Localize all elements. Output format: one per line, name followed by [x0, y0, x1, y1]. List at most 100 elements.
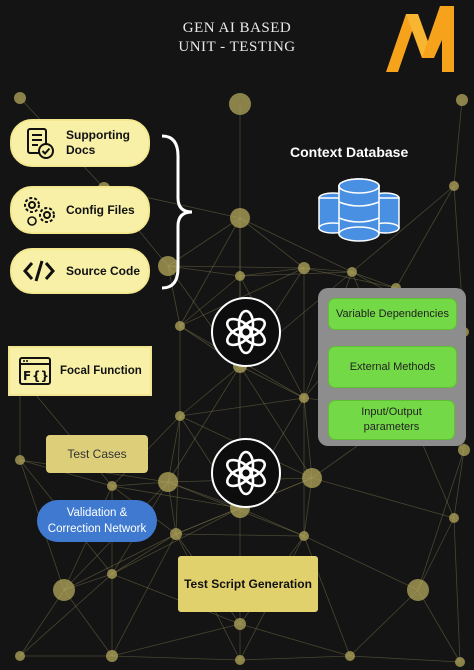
network-edge [175, 415, 181, 535]
function-window-icon: F {} [19, 357, 51, 385]
network-edge [303, 397, 313, 479]
focal-function-label: Focal Function [60, 365, 142, 377]
input-output-parameters-box: Input/Output parameters [328, 400, 455, 440]
network-node [106, 650, 118, 662]
network-edge [111, 533, 177, 575]
external-methods-box: External Methods [328, 346, 457, 388]
network-edge [239, 267, 305, 277]
network-edge [239, 655, 351, 661]
network-edge [111, 573, 241, 625]
focal-function-box: F {} Focal Function [8, 346, 152, 396]
context-details-panel: Variable Dependencies External Methods I… [318, 288, 466, 446]
network-edge [351, 271, 397, 289]
network-node [347, 267, 357, 277]
openai-petal [225, 458, 253, 480]
network-edge [111, 485, 241, 509]
network-node [299, 531, 309, 541]
network-node [229, 93, 251, 115]
source-code-pill: Source Code [10, 248, 150, 294]
validation-label-1: Validation & [66, 507, 128, 519]
network-edge [111, 623, 241, 657]
svg-text:F: F [23, 369, 31, 383]
config-files-label: Config Files [66, 203, 135, 217]
network-edge [167, 265, 181, 327]
network-node [53, 579, 75, 601]
database-icon [318, 178, 400, 242]
network-node [15, 455, 25, 465]
network-edge [179, 397, 305, 417]
network-node [449, 513, 459, 523]
network-node [14, 92, 26, 104]
supporting-docs-label-2: Docs [66, 143, 96, 157]
network-node [158, 472, 178, 492]
variable-dependencies-box: Variable Dependencies [328, 298, 457, 330]
network-edge [349, 655, 461, 663]
network-node [170, 528, 182, 540]
network-edge [167, 265, 241, 277]
network-edge [303, 267, 397, 289]
network-edge [303, 267, 353, 273]
source-code-label: Source Code [66, 264, 141, 278]
network-node [107, 481, 117, 491]
network-edge [239, 217, 305, 269]
network-edge [167, 415, 181, 483]
network-node [456, 94, 468, 106]
network-edge [395, 185, 455, 289]
supporting-docs-pill: Supporting Docs [10, 119, 150, 167]
network-edge [349, 589, 419, 657]
network-edge [111, 507, 241, 575]
network-node [455, 657, 465, 667]
network-edge [417, 517, 455, 591]
network-edge [175, 533, 305, 537]
openai-icon [225, 450, 267, 496]
network-edge [453, 99, 463, 187]
grouping-brace [161, 134, 193, 290]
network-edge [239, 507, 305, 537]
document-check-icon [27, 128, 54, 159]
network-node [158, 256, 178, 276]
network-node [302, 468, 322, 488]
network-edge [239, 623, 351, 657]
network-node [235, 271, 245, 281]
network-node [407, 579, 429, 601]
network-node [458, 444, 470, 456]
network-node [298, 262, 310, 274]
config-files-pill: Config Files [10, 186, 150, 234]
network-edge [167, 481, 241, 509]
network-edge [351, 185, 455, 273]
svg-text:{}: {} [32, 369, 49, 383]
title-line-2: UNIT - TESTING [178, 39, 296, 55]
network-edge [19, 589, 65, 657]
validation-correction-network-pill: Validation & Correction Network [37, 500, 157, 542]
network-edge [63, 533, 177, 591]
network-edge [453, 449, 465, 519]
ai-model-node-1 [211, 297, 281, 367]
network-edge [179, 365, 241, 417]
network-edge [417, 449, 465, 591]
network-edge [111, 655, 241, 661]
ai-model-node-2 [211, 438, 281, 508]
network-node [345, 651, 355, 661]
network-edge [417, 589, 461, 663]
network-edge [19, 573, 113, 657]
network-edge [167, 217, 241, 267]
code-icon [23, 260, 55, 282]
network-node [299, 393, 309, 403]
network-edge [239, 271, 353, 277]
openai-petal [225, 317, 253, 339]
network-node [175, 411, 185, 421]
network-edge [239, 365, 313, 479]
network-edge [167, 265, 305, 269]
test-script-generation-box: Test Script Generation [178, 556, 318, 612]
network-node [175, 321, 185, 331]
context-database-title: Context Database [290, 144, 409, 160]
openai-icon [225, 309, 267, 355]
network-edge [303, 535, 419, 591]
network-edge [239, 217, 353, 273]
network-node [107, 569, 117, 579]
supporting-docs-label-1: Supporting [66, 128, 130, 142]
network-node [234, 618, 246, 630]
network-edge [19, 459, 113, 487]
gears-icon [24, 197, 55, 226]
